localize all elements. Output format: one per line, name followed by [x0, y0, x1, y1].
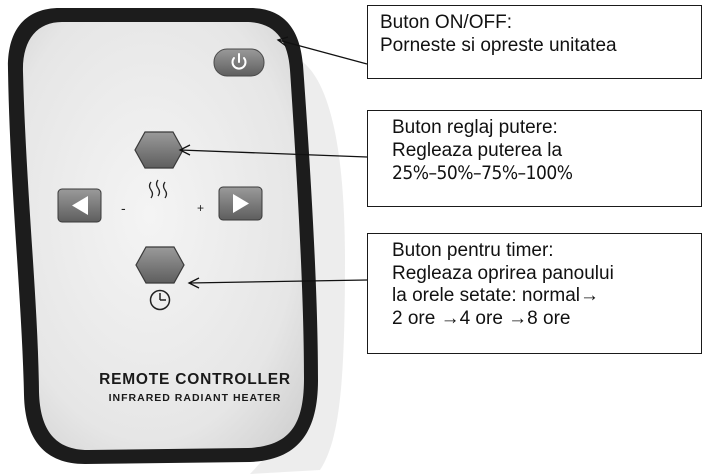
callout-heat-title: Buton reglaj putere:: [392, 117, 558, 138]
right-arrow-icon: [233, 194, 249, 213]
minus-button[interactable]: [57, 188, 102, 223]
callout-power-title: Buton ON/OFF:: [380, 12, 512, 33]
callout-timer-desc3: 2 ore →4 ore →8 ore: [392, 307, 571, 329]
callout-timer-desc1: Regleaza oprirea panoului: [392, 262, 614, 284]
remote-brand-title: REMOTE CONTROLLER: [99, 371, 291, 388]
timer-button[interactable]: [135, 246, 185, 284]
callout-heat-desc: Regleaza puterea la: [392, 139, 563, 161]
minus-label: -: [121, 200, 126, 216]
callout-timer-title: Buton pentru timer:: [392, 240, 554, 261]
plus-button[interactable]: [218, 186, 263, 221]
plus-label: +: [197, 201, 204, 215]
remote-shadow: [250, 60, 345, 474]
callout-timer-desc2: la orele setate: normal→: [392, 285, 599, 306]
clock-icon: [149, 289, 171, 311]
callout-heat-levels: 25%–50%–75%–100%: [392, 162, 573, 184]
callout-power-desc: Porneste si opreste unitatea: [380, 34, 617, 56]
remote-body: [22, 22, 304, 450]
heat-waves-icon: [148, 179, 168, 199]
callout-arrows: [178, 36, 368, 289]
callout-timer-button: Buton pentru timer: Regleaza oprirea pan…: [367, 233, 702, 354]
remote-brand-subtitle: INFRARED RADIANT HEATER: [108, 392, 282, 404]
power-icon: [231, 53, 247, 70]
callout-power-button: Buton ON/OFF: Porneste si opreste unitat…: [367, 5, 702, 79]
left-arrow-icon: [72, 196, 88, 215]
callout-heat-button: Buton reglaj putere: Regleaza puterea la…: [367, 110, 702, 207]
power-button[interactable]: [213, 48, 265, 77]
heat-power-button[interactable]: [134, 131, 184, 169]
